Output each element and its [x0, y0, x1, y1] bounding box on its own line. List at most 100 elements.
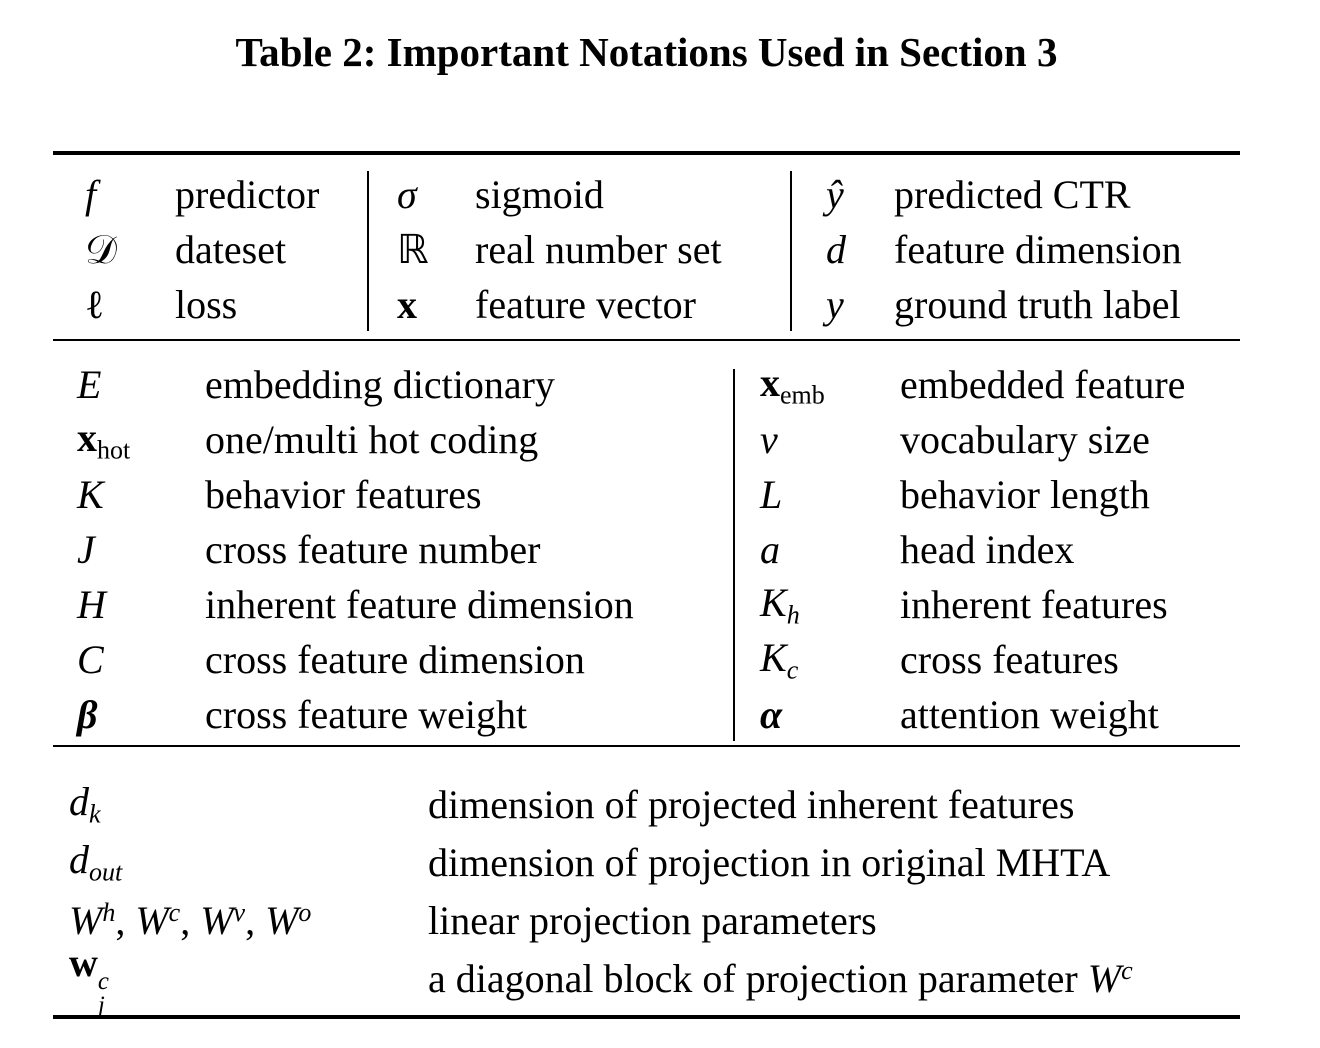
math-segment: x	[760, 359, 780, 405]
description-cell: one/multi hot coding	[205, 416, 733, 463]
symbol-cell: L	[760, 471, 900, 518]
symbol-cell: d	[826, 226, 894, 273]
table-row: ŷ predicted CTR	[826, 167, 1240, 222]
mid-rule-1	[53, 339, 1240, 341]
description-cell: inherent features	[900, 581, 1240, 628]
math-segment: predicted CTR	[894, 172, 1131, 217]
math-segment: x	[77, 414, 97, 460]
symbol-cell: α	[760, 691, 900, 738]
math-segment: attention weight	[900, 692, 1159, 737]
description-cell: feature vector	[475, 281, 790, 328]
symbol-cell: ℝ	[397, 226, 475, 273]
math-segment: sigmoid	[475, 172, 604, 217]
math-segment: ,	[115, 897, 136, 943]
math-segment: vocabulary size	[900, 417, 1150, 462]
math-segment: d	[69, 779, 89, 825]
math-segment: v	[760, 417, 778, 462]
math-segment: k	[89, 799, 101, 829]
math-segment: w	[69, 939, 98, 985]
description-cell: behavior features	[205, 471, 733, 518]
description-cell: dimension of projection in original MHTA	[428, 839, 1240, 886]
math-segment: W	[69, 897, 103, 943]
description-cell: dimension of projected inherent features	[428, 781, 1240, 828]
symbol-cell: Wh, Wc, Wv, Wo	[69, 897, 428, 944]
math-segment: feature vector	[475, 282, 696, 327]
symbol-cell: ℓ	[85, 281, 175, 328]
description-cell: head index	[900, 526, 1240, 573]
math-segment: K	[760, 634, 787, 680]
math-segment: K	[760, 579, 787, 625]
math-segment: loss	[175, 282, 238, 327]
math-segment: C	[77, 637, 104, 682]
math-segment: predictor	[175, 172, 320, 217]
math-segment: c	[168, 897, 181, 927]
math-segment: linear projection parameters	[428, 897, 877, 943]
table-row: x feature vector	[397, 277, 790, 332]
description-cell: sigmoid	[475, 171, 790, 218]
symbol-cell: v	[760, 416, 900, 463]
math-segment: ,	[180, 897, 201, 943]
math-segment: cross feature dimension	[205, 637, 585, 682]
math-segment: a diagonal block of projection parameter	[428, 955, 1088, 1001]
description-cell: linear projection parameters	[428, 897, 1240, 944]
symbol-cell: a	[760, 526, 900, 573]
symbol-cell: σ	[397, 171, 475, 218]
math-segment: d	[69, 837, 89, 883]
math-segment: ŷ	[826, 172, 844, 217]
description-cell: feature dimension	[894, 226, 1240, 273]
description-cell: behavior length	[900, 471, 1240, 518]
table-row: v vocabulary size	[760, 412, 1240, 467]
description-cell: cross feature weight	[205, 691, 733, 738]
description-cell: embedding dictionary	[205, 361, 733, 408]
math-segment: K	[77, 472, 104, 517]
symbol-cell: x	[397, 281, 475, 328]
bottom-rule	[53, 1015, 1240, 1019]
math-segment: ℝ	[397, 227, 429, 272]
math-segment: o	[298, 897, 312, 927]
math-segment: H	[77, 582, 106, 627]
symbol-cell: β	[77, 691, 205, 738]
table-row: dk dimension of projected inherent featur…	[69, 775, 1240, 833]
math-segment: emb	[780, 380, 825, 410]
math-segment: one/multi hot coding	[205, 417, 539, 462]
description-cell: cross feature number	[205, 526, 733, 573]
superscript: c	[97, 968, 109, 996]
symbol-cell: ŷ	[826, 171, 894, 218]
math-segment: x	[397, 282, 417, 327]
top-rule	[53, 151, 1240, 155]
math-segment: ℓ	[85, 282, 105, 327]
math-segment: behavior features	[205, 472, 482, 517]
math-segment: α	[760, 692, 783, 737]
table-row: ℓ loss	[85, 277, 367, 332]
math-segment: h	[102, 897, 116, 927]
symbol-cell: 𝒟	[85, 226, 175, 273]
math-segment: ground truth label	[894, 282, 1181, 327]
math-segment: hot	[97, 435, 131, 465]
math-segment: embedding dictionary	[205, 362, 555, 407]
math-segment: E	[77, 362, 102, 407]
symbol-cell: C	[77, 636, 205, 683]
symbol-cell: K	[77, 471, 205, 518]
symbol-cell: dout	[69, 836, 428, 887]
math-segment: L	[760, 472, 783, 517]
math-segment: W	[135, 897, 169, 943]
description-cell: vocabulary size	[900, 416, 1240, 463]
math-segment: y	[826, 282, 844, 327]
math-segment: c	[786, 655, 799, 685]
math-segment: real number set	[475, 227, 722, 272]
math-segment: inherent feature dimension	[205, 582, 634, 627]
